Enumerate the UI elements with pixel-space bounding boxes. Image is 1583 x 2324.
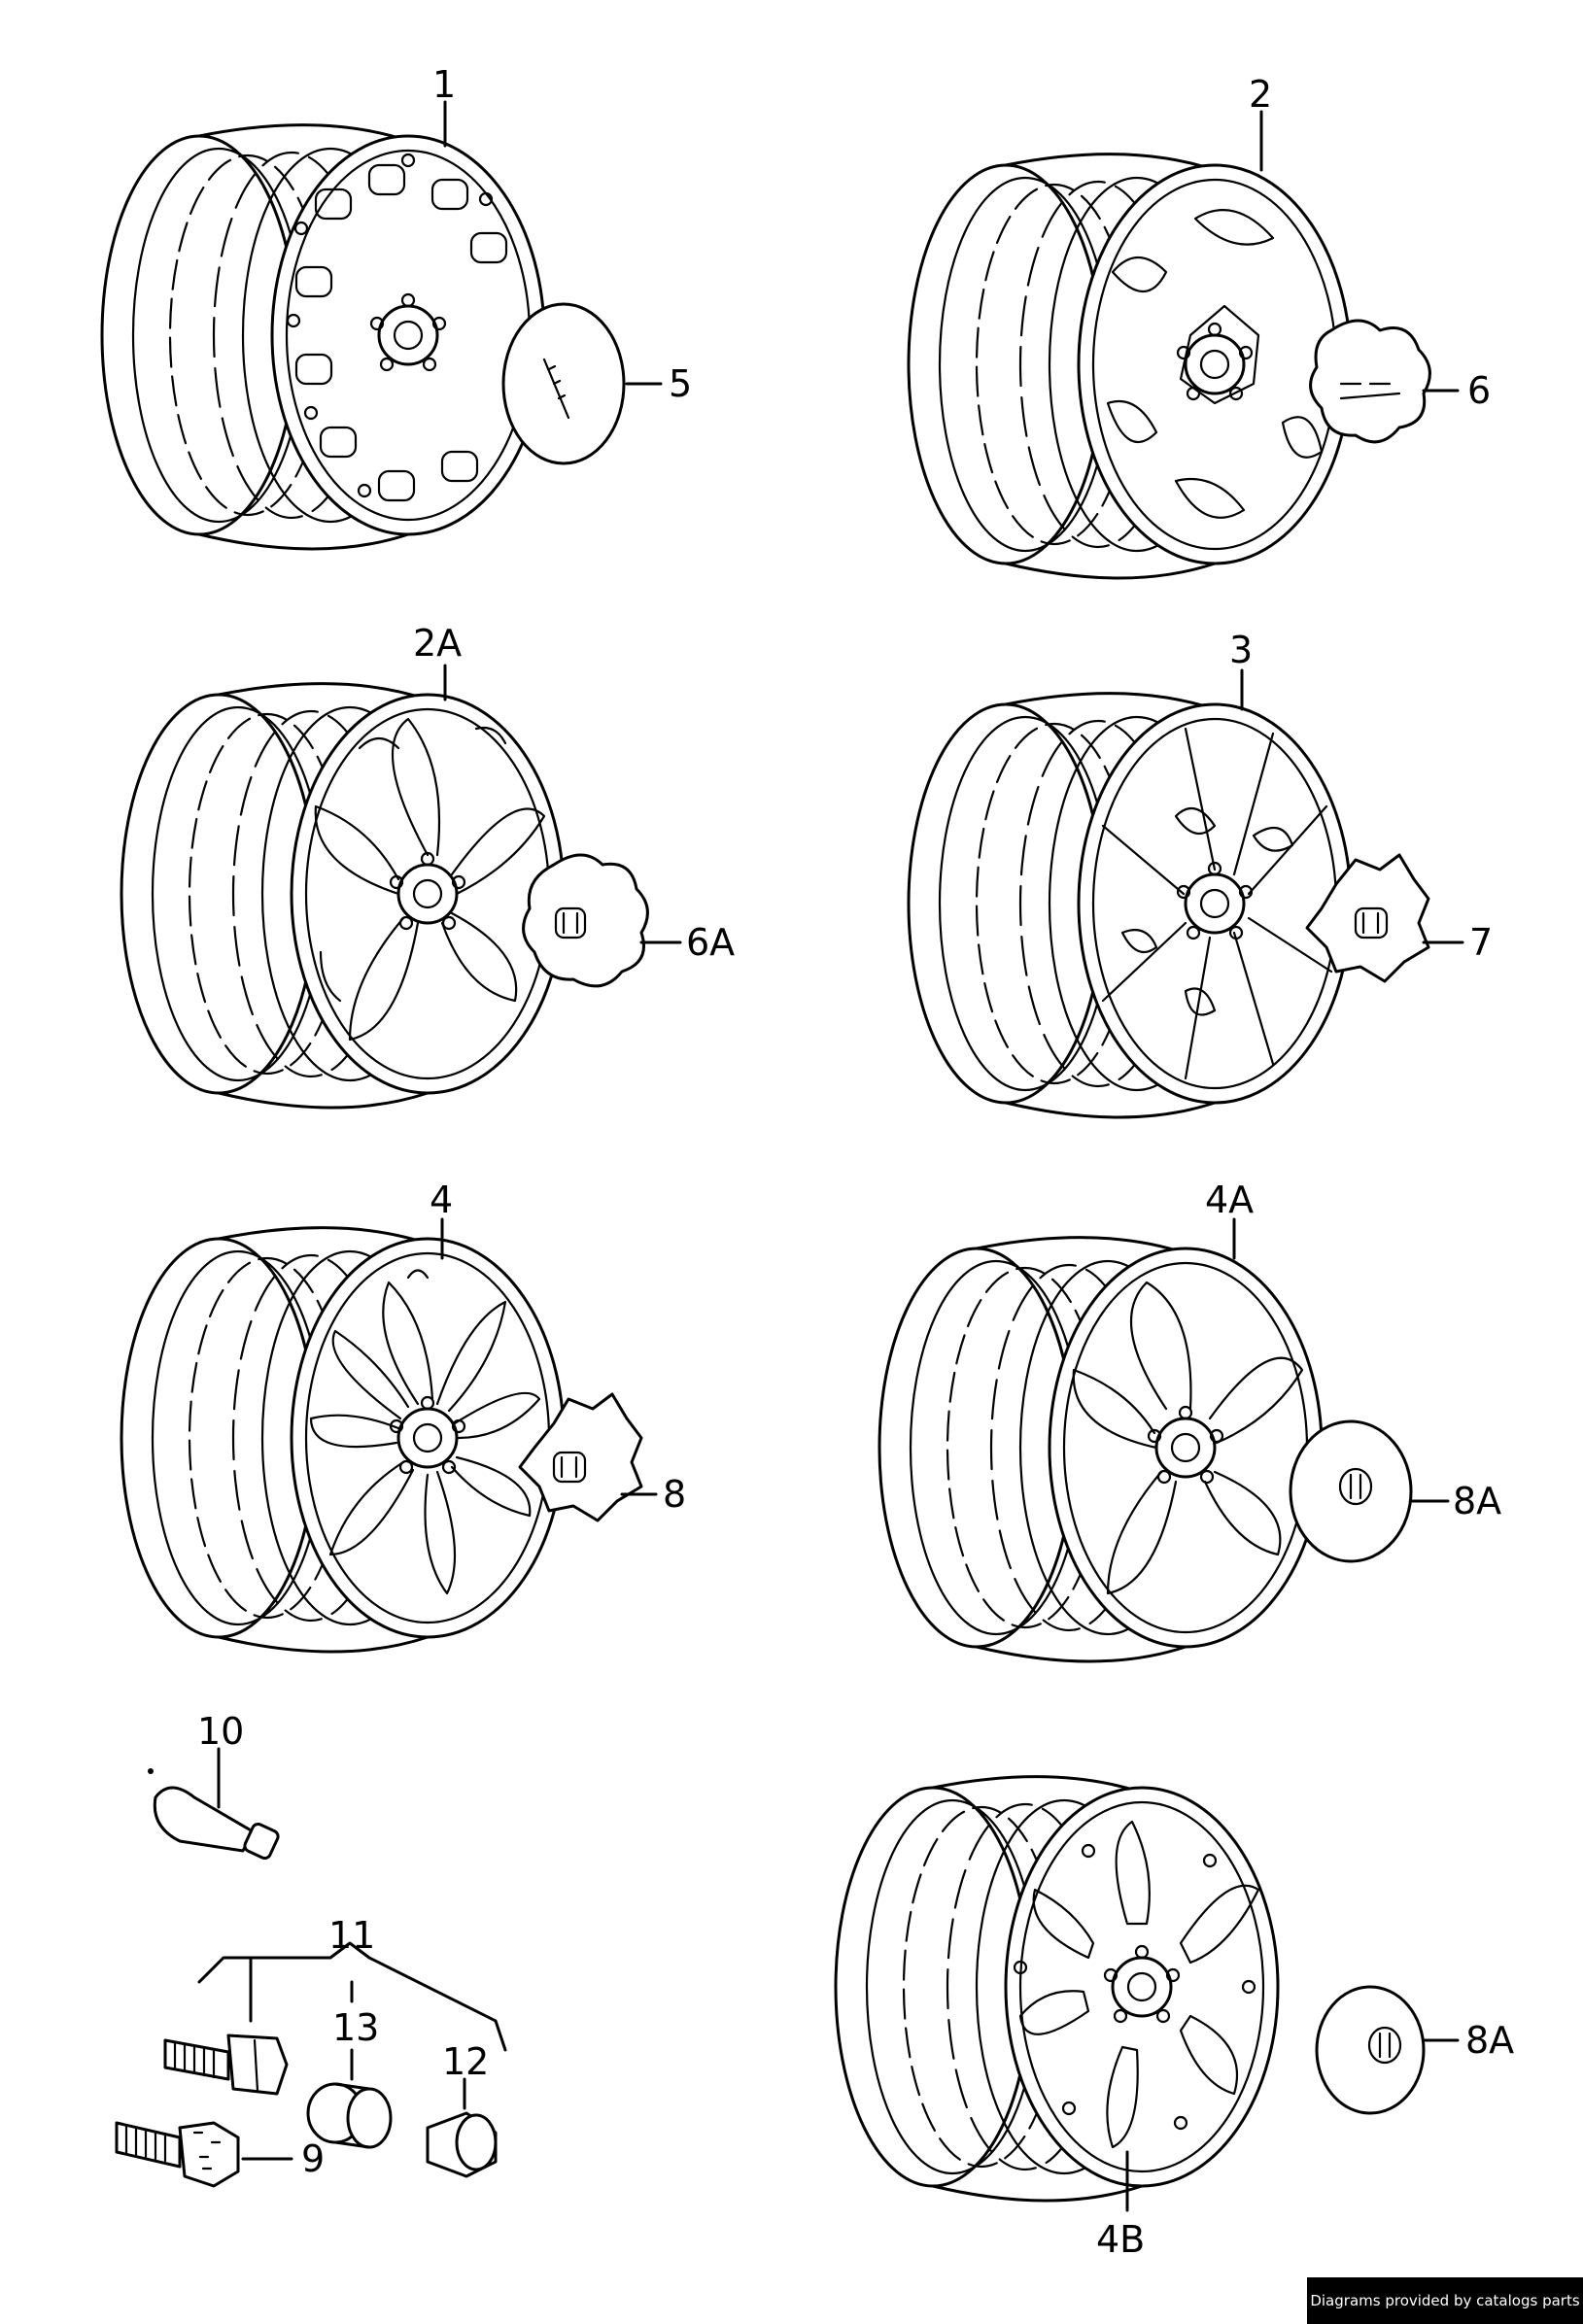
callout-8A-lower: 8A (1465, 2019, 1514, 2062)
center-cap-7 (1305, 853, 1464, 983)
center-cap-5 (501, 302, 663, 465)
callout-5: 5 (669, 362, 692, 405)
callout-12: 12 (442, 2040, 489, 2083)
callout-7: 7 (1469, 921, 1493, 964)
callout-labels: 1 2 5 6 2A 3 6A 7 4 4A 8 8A 10 11 13 12 … (197, 63, 1514, 2261)
wheel-bolt-9 (115, 2121, 293, 2188)
callout-1: 1 (432, 63, 456, 106)
callout-11: 11 (328, 1914, 375, 1957)
lock-adapter-13 (306, 2048, 393, 2149)
wheel-2 (907, 153, 1353, 580)
callout-2: 2 (1249, 73, 1272, 116)
center-cap-8A-lower (1315, 1985, 1460, 2115)
center-cap-6A (522, 853, 682, 988)
callout-6A: 6A (686, 921, 735, 964)
callout-4A: 4A (1205, 1179, 1254, 1221)
callout-6: 6 (1467, 369, 1491, 412)
wheel-2A (120, 682, 566, 1110)
wheel-4 (120, 1226, 566, 1654)
callout-9: 9 (301, 2137, 325, 2180)
callout-13: 13 (332, 2006, 379, 2049)
bolt-cap-12 (426, 2077, 498, 2178)
callout-2A: 2A (413, 622, 462, 665)
wheel-3 (907, 692, 1353, 1119)
callout-8: 8 (663, 1473, 686, 1516)
tyre-valve-10 (148, 1747, 280, 1861)
leader-lines (350, 100, 1263, 2212)
center-cap-8 (518, 1392, 658, 1522)
diagram-credit-banner: Diagrams provided by catalogs parts (1307, 2277, 1583, 2324)
center-cap-8A-upper (1289, 1419, 1450, 1563)
callout-10: 10 (197, 1710, 244, 1753)
wheel-1 (100, 123, 546, 551)
callout-4B: 4B (1096, 2218, 1145, 2261)
callout-8A-upper: 8A (1453, 1480, 1501, 1522)
callout-3: 3 (1229, 629, 1253, 671)
wheel-4A (878, 1236, 1324, 1663)
wheel-4B (834, 1775, 1280, 2203)
callout-4: 4 (430, 1179, 453, 1221)
center-cap-6 (1309, 319, 1460, 444)
bolt-set-11 (163, 1941, 507, 2096)
